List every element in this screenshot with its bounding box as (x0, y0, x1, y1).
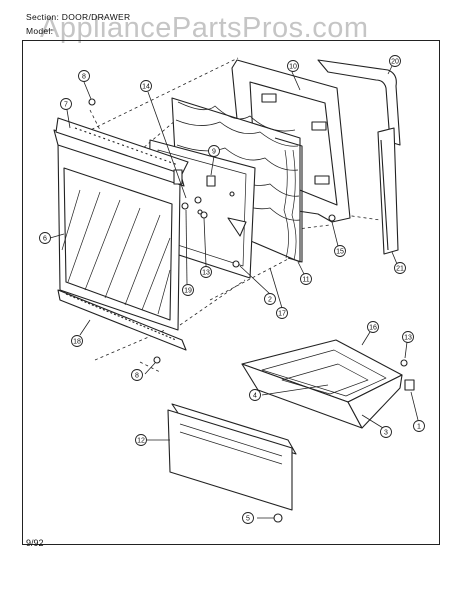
callout-circle (60, 98, 72, 110)
callout-label: 6 (43, 236, 47, 243)
callout-circle (287, 60, 299, 72)
callout-label: 21 (396, 266, 404, 273)
callout-label: 10 (289, 64, 297, 71)
callout-label: 4 (253, 393, 257, 400)
callout-label: 9 (212, 149, 216, 156)
door-outer-panel-shape (57, 141, 181, 331)
callout-circle (334, 245, 346, 257)
callout-label: 12 (137, 438, 145, 445)
callout-label: 14 (142, 84, 150, 91)
callout-door-clip: 9 (208, 145, 220, 157)
callout-drawer-roller: 1 (413, 420, 425, 432)
callout-leaders (49, 65, 419, 519)
callout-door-top-trim: 7 (60, 98, 72, 110)
callout-screw-door: 13 (200, 266, 212, 278)
section-line: Section: DOOR/DRAWER (26, 12, 130, 22)
callout-door-side-trim: 21 (394, 262, 406, 274)
callout-circle (182, 284, 194, 296)
callout-drawer-bumper: 5 (242, 512, 254, 524)
callout-door-insulation: 11 (300, 273, 312, 285)
callout-drawer-front-panel: 12 (135, 434, 147, 446)
callout-label: 18 (73, 339, 81, 346)
callout-label: 16 (369, 325, 377, 332)
door-top-trim-shape (53, 117, 189, 187)
callout-label: 5 (246, 516, 250, 523)
callout-label: 1 (417, 424, 421, 431)
callout-door-outer-glass-panel: 6 (39, 232, 51, 244)
callout-circle (200, 266, 212, 278)
callout-circle (208, 145, 220, 157)
section-value: DOOR/DRAWER (61, 12, 131, 22)
callout-label: 3 (384, 430, 388, 437)
callout-drawer-screw: 4 (249, 389, 261, 401)
callout-circle (131, 369, 143, 381)
callout-circle (78, 70, 90, 82)
callout-circle (394, 262, 406, 274)
callout-label: 20 (391, 59, 399, 66)
callout-circle (264, 293, 276, 305)
callout-drawer-roller-screw: 3 (380, 426, 392, 438)
callout-label: 8 (135, 373, 139, 380)
callout-circle (140, 80, 152, 92)
callout-circle (413, 420, 425, 432)
callout-circle (71, 335, 83, 347)
section-label: Section: (26, 12, 60, 22)
callout-drawer-body: 16 (367, 321, 379, 333)
callout-door-inner-panel-screw: 17 (276, 307, 288, 319)
callout-screw-top-left: 8 (78, 70, 90, 82)
callout-label: 7 (64, 102, 68, 109)
callout-label: 8 (82, 74, 86, 81)
callout-circle (135, 434, 147, 446)
callout-circle (249, 389, 261, 401)
date-code: 9/92 (26, 538, 44, 548)
callout-screw-drawer: 13 (402, 331, 414, 343)
callout-label: 11 (302, 277, 309, 284)
callout-door-bottom-trim: 18 (71, 335, 83, 347)
callout-door-gasket: 20 (389, 55, 401, 67)
drawer-front-panel-shape (167, 403, 297, 511)
callout-circle (300, 273, 312, 285)
callout-label: 13 (404, 335, 412, 342)
callout-label: 17 (278, 311, 286, 318)
callout-label: 15 (336, 249, 344, 256)
callout-label: 19 (184, 288, 192, 295)
callout-screw-bottom-left: 8 (131, 369, 143, 381)
callout-door-hinge-clip: 19 (182, 284, 194, 296)
callout-circle (389, 55, 401, 67)
diagram-frame (22, 40, 440, 545)
door-side-trim-shape (377, 127, 399, 255)
callout-circle (242, 512, 254, 524)
callout-door-inner-panel: 2 (264, 293, 276, 305)
callout-door-inner-bracket: 14 (140, 80, 152, 92)
callout-circle (402, 331, 414, 343)
callout-liner-fastener: 15 (334, 245, 346, 257)
model-label: Model: (26, 26, 54, 36)
callout-label: 13 (202, 270, 210, 277)
callout-circle (39, 232, 51, 244)
callout-circle (276, 307, 288, 319)
model-line: Model: (26, 26, 53, 36)
callout-circle (367, 321, 379, 333)
callout-circle (380, 426, 392, 438)
door-bottom-trim-shape (57, 289, 187, 351)
callout-label: 2 (268, 297, 272, 304)
drawer-body-shape (241, 339, 403, 429)
callout-door-inner-liner: 10 (287, 60, 299, 72)
